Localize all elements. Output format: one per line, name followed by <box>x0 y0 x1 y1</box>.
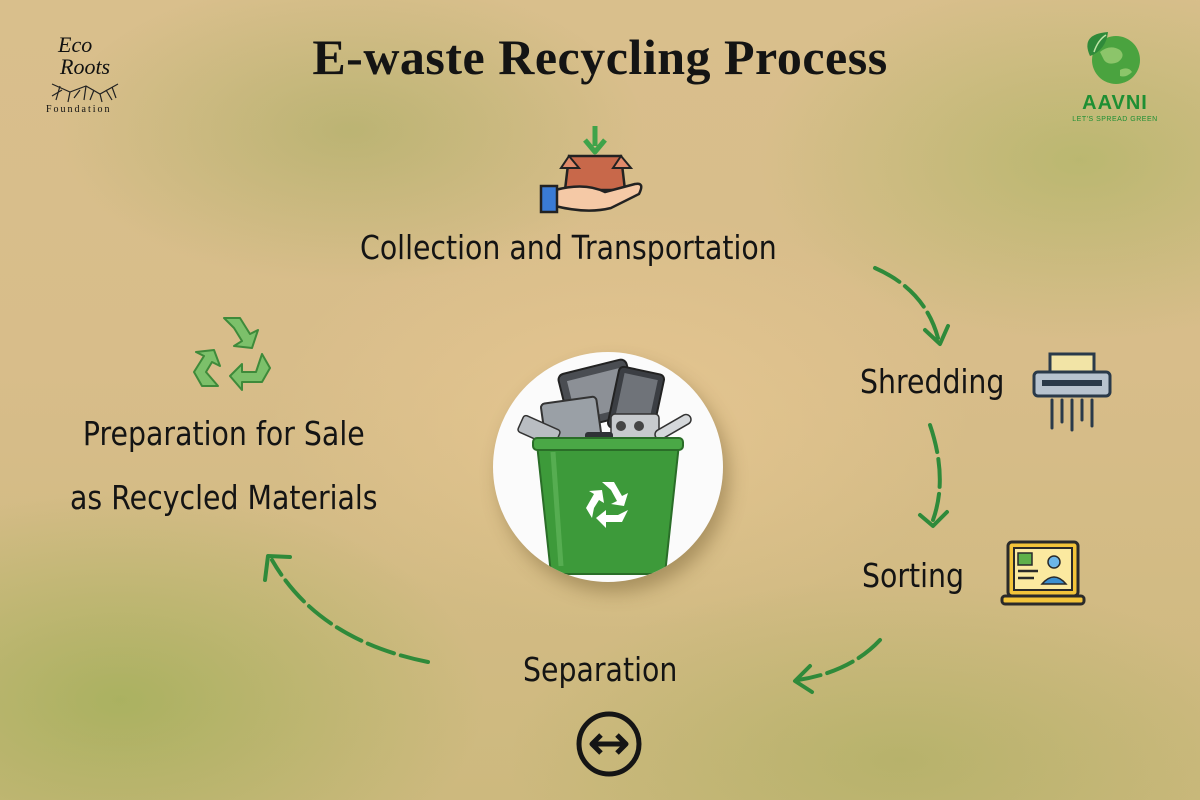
sorting-screen-icon <box>1000 540 1086 606</box>
step-label-shredding: Shredding <box>860 362 1005 401</box>
eco-roots-logo: Eco Roots Foundation <box>40 30 130 120</box>
recycle-icon <box>193 317 271 391</box>
step-label-sorting: Sorting <box>862 556 965 595</box>
roots-icon <box>51 83 119 103</box>
page-title: E-waste Recycling Process <box>312 29 888 85</box>
logo-text-line2: Roots <box>60 54 111 79</box>
arrowhead-shredding <box>923 324 950 346</box>
arrow-shredding-to-sorting <box>928 423 942 522</box>
arrowhead-sorting <box>918 510 949 528</box>
arrowhead-prep <box>263 554 292 582</box>
step-label-separation: Separation <box>523 650 678 689</box>
logo-text-line1: Eco <box>58 32 93 57</box>
aavni-name: AAVNI <box>1082 92 1148 114</box>
arrow-sorting-to-separation <box>796 638 882 682</box>
logo-text-line3: Foundation <box>46 104 112 115</box>
left-right-arrows-icon <box>576 711 642 777</box>
center-ewaste-bin-image <box>493 352 723 582</box>
step-label-preparation-line2: as Recycled Materials <box>70 478 378 517</box>
globe-leaf-icon <box>1087 32 1140 84</box>
step-label-preparation: Preparation for Sale as Recycled Materia… <box>70 402 378 530</box>
recycling-bin-icon <box>517 358 692 575</box>
hand-box-icon <box>539 126 643 214</box>
arrowhead-separation <box>793 664 814 694</box>
aavni-logo: AAVNI LET'S SPREAD GREEN <box>1060 26 1170 136</box>
step-label-collection: Collection and Transportation <box>360 228 777 267</box>
arrow-collection-to-shredding <box>873 266 940 340</box>
step-label-preparation-line1: Preparation for Sale <box>82 414 365 453</box>
arrow-separation-to-prep <box>270 558 430 664</box>
aavni-tagline: LET'S SPREAD GREEN <box>1072 116 1158 123</box>
shredder-icon <box>1032 352 1112 432</box>
